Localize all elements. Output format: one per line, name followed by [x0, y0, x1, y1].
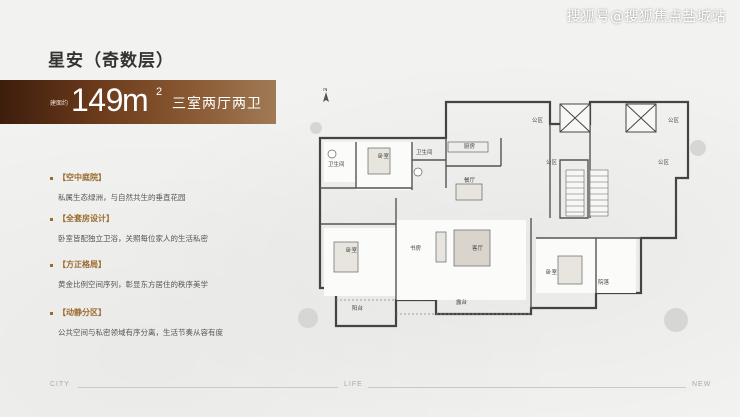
sofa-icon: [435, 231, 447, 263]
feature-bullet: [50, 218, 53, 221]
room-label: 露台: [456, 298, 468, 306]
feature-description: 公共空间与私密领域有序分离，生活节奏从容有度: [58, 328, 223, 337]
room-fill: [536, 238, 636, 293]
footer-middle: LIFE: [344, 381, 363, 388]
elevator-icon: [559, 103, 657, 133]
room-label: 卧室: [346, 246, 358, 254]
feature-heading: 【空中庭院】: [58, 173, 106, 182]
room-label: 书房: [410, 244, 422, 252]
room-label: 卫生间: [416, 148, 433, 156]
feature-description: 卧室皆配独立卫浴，关照每位家人的生活私密: [58, 234, 208, 243]
room-label: 公区: [546, 159, 558, 166]
feature-bullet: [50, 264, 53, 267]
room-label: 客厅: [472, 244, 484, 252]
feature-bullet: [50, 177, 53, 180]
kitchen-counter-icon: [447, 141, 489, 153]
room-label: 卫生间: [328, 160, 345, 168]
feature-description: 私属生态绿洲，与自然共生的垂直花园: [58, 193, 186, 202]
page-title: 星安（奇数层）: [48, 51, 174, 71]
room-label: 卧室: [378, 152, 390, 160]
area-unit-superscript: 2: [156, 86, 163, 98]
room-label: 餐厅: [464, 176, 476, 184]
bed-icon: [367, 147, 391, 175]
area-banner: 建面约 149 m 2 三室两厅两卫: [0, 80, 276, 124]
area-unit: m: [122, 82, 149, 118]
feature-description: 黄金比例空间序列，彰显东方居住的秩序美学: [58, 280, 208, 289]
compass-label: N: [323, 88, 328, 93]
balcony-outline: [336, 299, 531, 315]
dining-table-icon: [455, 183, 483, 201]
room-fill: [324, 142, 356, 182]
stairs-icon: [565, 169, 609, 217]
feature-item: 【动静分区】 公共空间与私密领域有序分离，生活节奏从容有度: [58, 307, 223, 338]
room-label: 公区: [532, 117, 544, 124]
footer-right: NEW: [692, 381, 712, 388]
floor-plan: N: [298, 88, 706, 332]
bed-icon: [333, 241, 359, 273]
feature-item: 【空中庭院】 私属生态绿洲，与自然共生的垂直花园: [58, 172, 186, 203]
footer-left: CITY: [50, 381, 70, 388]
room-label: 公区: [658, 159, 670, 166]
sofa-icon: [453, 229, 491, 267]
feature-heading: 【方正格局】: [58, 260, 106, 269]
feature-heading: 【全套房设计】: [58, 214, 114, 223]
feature-item: 【方正格局】 黄金比例空间序列，彰显东方居住的秩序美学: [58, 259, 208, 290]
footer-divider: [78, 387, 338, 388]
room-label: 卧室: [546, 268, 558, 276]
room-label: 阳台: [352, 304, 364, 312]
toilet-icon: [413, 167, 423, 177]
interior-walls: [320, 124, 641, 308]
feature-bullet: [50, 312, 53, 315]
footer-divider: [368, 387, 686, 388]
furniture: [327, 141, 583, 285]
compass-icon: [323, 92, 329, 102]
bed-icon: [557, 255, 583, 285]
feature-heading: 【动静分区】: [58, 308, 106, 317]
area-value: 149: [71, 82, 123, 118]
watermark: 搜狐号@搜狐焦点盐城站: [566, 9, 726, 25]
room-label: 公区: [668, 117, 680, 124]
area-label: 建面约: [50, 100, 69, 107]
room-labels: 卫生间 卧室 卫生间 厨房 餐厅 书房 客厅 卧室 阳台 露台 卧室 院落 公区…: [328, 117, 680, 312]
room-label: 厨房: [464, 142, 476, 150]
landscape-decoration: [298, 122, 706, 332]
room-label: 院落: [598, 278, 610, 286]
feature-item: 【全套房设计】 卧室皆配独立卫浴，关照每位家人的生活私密: [58, 213, 208, 244]
toilet-icon: [327, 149, 337, 159]
layout-label: 三室两厅两卫: [172, 96, 262, 112]
